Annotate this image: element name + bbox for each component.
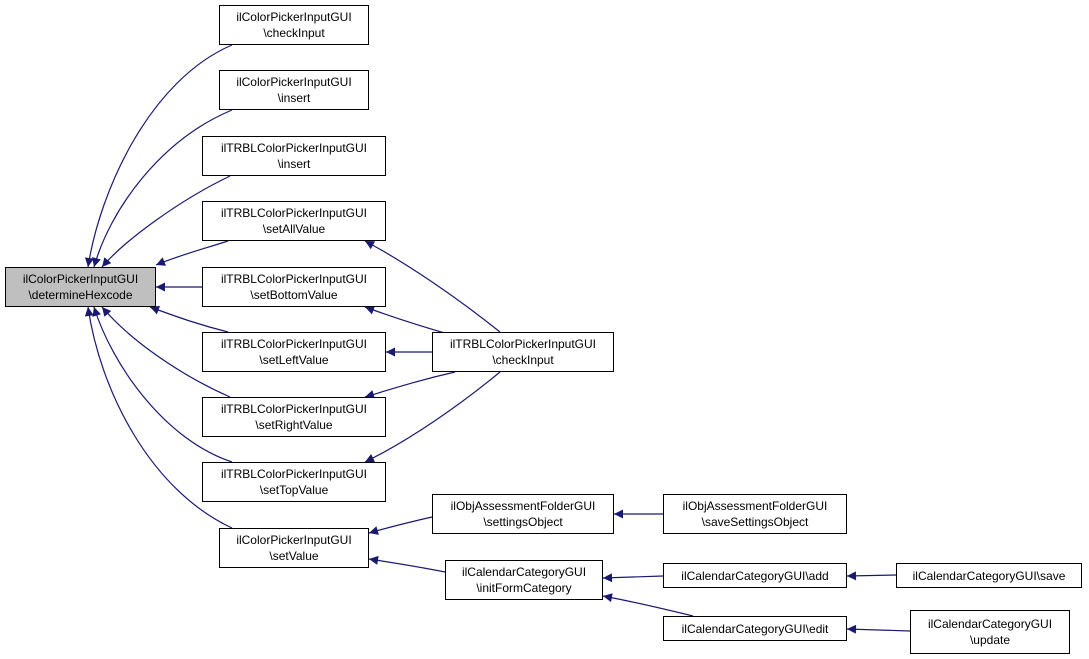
node-label-line2: \checkInput [492, 353, 554, 367]
edge-cal-init-to-cp-set-value [368, 555, 446, 573]
node-label-line2: \determineHexcode [28, 288, 133, 302]
node-label-line1: ilCalendarCategoryGUI\edit [681, 621, 829, 636]
edge-trbl-insert-to-root [101, 175, 231, 268]
node-trbl-set-top-value[interactable]: ilTRBLColorPickerInputGUI \setTopValue [202, 462, 386, 502]
edge-cal-add-to-cal-init [602, 573, 664, 583]
node-label-line1: ilTRBLColorPickerInputGUI [220, 141, 368, 155]
edge-cal-edit-to-cal-init [602, 593, 694, 617]
node-label-line2: \setTopValue [259, 483, 329, 497]
node-label-line1: ilColorPickerInputGUI [236, 10, 352, 24]
node-cal-update[interactable]: ilCalendarCategoryGUI \update [910, 610, 1070, 654]
node-trbl-set-all-value[interactable]: ilTRBLColorPickerInputGUI \setAllValue [202, 201, 386, 241]
node-label-line1: ilTRBLColorPickerInputGUI [220, 337, 368, 351]
edge-cp-insert-to-root [92, 109, 233, 268]
node-cal-save[interactable]: ilCalendarCategoryGUI\save [896, 563, 1082, 588]
node-label-line2: \setRightValue [255, 418, 333, 432]
node-label-line1: ilTRBLColorPickerInputGUI [220, 467, 368, 481]
node-cal-init-form-category[interactable]: ilCalendarCategoryGUI \initFormCategory [445, 560, 603, 600]
edge-trbl-set-top-to-root [92, 306, 233, 463]
node-trbl-set-right-value[interactable]: ilTRBLColorPickerInputGUI \setRightValue [202, 397, 386, 437]
edge-trbl-check-input-to-set-all [364, 240, 501, 333]
node-label-line2: \insert [277, 91, 311, 105]
node-cp-set-value[interactable]: ilColorPickerInputGUI \setValue [219, 528, 369, 568]
node-cp-check-input[interactable]: ilColorPickerInputGUI \checkInput [219, 5, 369, 45]
edge-trbl-set-left-to-root [149, 305, 229, 333]
node-oaf-settings-object[interactable]: ilObjAssessmentFolderGUI \settingsObject [432, 494, 614, 534]
edge-cp-set-value-to-root [84, 306, 233, 529]
node-label-line1: ilTRBLColorPickerInputGUI [220, 206, 368, 220]
node-cal-add[interactable]: ilCalendarCategoryGUI\add [663, 563, 847, 588]
node-root-determine-hexcode: ilColorPickerInputGUI \determineHexcode [5, 267, 156, 307]
node-trbl-set-left-value[interactable]: ilTRBLColorPickerInputGUI \setLeftValue [202, 332, 386, 372]
node-label-line1: ilColorPickerInputGUI [236, 533, 352, 547]
node-label-line2: \checkInput [263, 26, 325, 40]
node-label-line1: ilTRBLColorPickerInputGUI [449, 337, 597, 351]
node-trbl-set-bottom-value[interactable]: ilTRBLColorPickerInputGUI \setBottomValu… [202, 267, 386, 307]
node-label-line2: \setBottomValue [250, 288, 338, 302]
node-cp-insert[interactable]: ilColorPickerInputGUI \insert [219, 70, 369, 110]
node-label-line1: ilCalendarCategoryGUI\save [912, 568, 1066, 583]
node-label-line1: ilColorPickerInputGUI [236, 75, 352, 89]
node-trbl-insert[interactable]: ilTRBLColorPickerInputGUI \insert [202, 136, 386, 176]
edge-cal-update-to-cal-edit [846, 624, 911, 634]
node-label-line1: ilObjAssessmentFolderGUI [450, 499, 596, 513]
node-label-line1: ilCalendarCategoryGUI [927, 617, 1053, 631]
edge-cp-check-input-to-root [84, 44, 233, 268]
edge-trbl-check-input-to-set-top [364, 371, 501, 463]
edge-trbl-check-input-to-set-right [364, 371, 456, 399]
node-label-line2: \setValue [269, 549, 319, 563]
node-label-line1: ilTRBLColorPickerInputGUI [220, 272, 368, 286]
edge-trbl-set-right-to-root [101, 306, 231, 398]
node-label-line2: \insert [277, 157, 311, 171]
edge-trbl-set-all-to-root [155, 240, 229, 266]
node-trbl-check-input[interactable]: ilTRBLColorPickerInputGUI \checkInput [432, 332, 614, 372]
node-label-line1: ilCalendarCategoryGUI\add [681, 568, 829, 583]
node-oaf-save-settings-object[interactable]: ilObjAssessmentFolderGUI \saveSettingsOb… [663, 494, 847, 534]
node-label-line2: \update [969, 633, 1011, 647]
node-label-line2: \setLeftValue [259, 353, 329, 367]
node-label-line2: \settingsObject [483, 515, 563, 529]
node-label-line1: ilTRBLColorPickerInputGUI [220, 402, 368, 416]
node-label-line1: ilCalendarCategoryGUI [461, 565, 587, 579]
edge-oaf-settings-to-cp-set-value [368, 516, 433, 535]
node-label-line2: \saveSettingsObject [701, 515, 809, 529]
node-label-line1: ilObjAssessmentFolderGUI [682, 499, 828, 513]
node-label-line2: \setAllValue [262, 222, 326, 236]
node-cal-edit[interactable]: ilCalendarCategoryGUI\edit [663, 616, 847, 641]
node-label-line1: ilColorPickerInputGUI [22, 272, 139, 286]
node-label-line2: \initFormCategory [476, 581, 572, 595]
edge-cal-save-to-cal-add [846, 571, 897, 581]
